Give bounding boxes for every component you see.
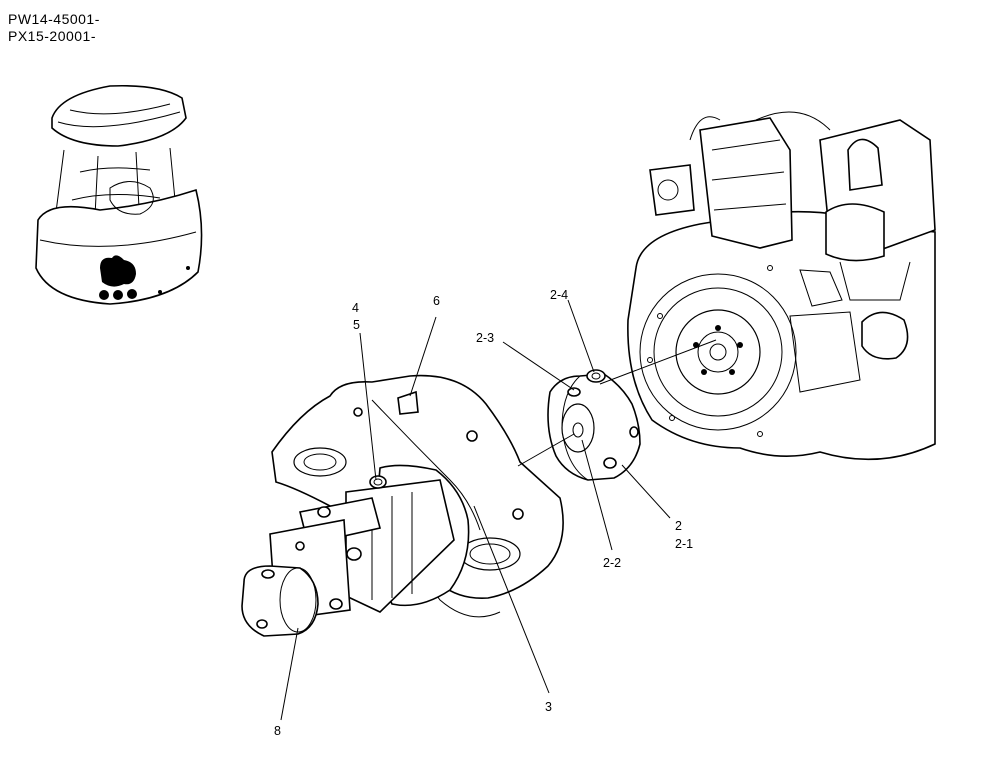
callout-2-1: 2-1 bbox=[675, 537, 693, 551]
callout-2-3: 2-3 bbox=[476, 331, 494, 345]
hydraulic-pump bbox=[241, 464, 470, 637]
callout-2: 2 bbox=[675, 519, 682, 533]
callout-labels: 4 5 6 2-4 2-3 2 2-1 2-2 3 8 bbox=[274, 288, 693, 738]
callout-5: 5 bbox=[353, 318, 360, 332]
machine-locator-thumbnail bbox=[35, 84, 203, 305]
callout-4: 4 bbox=[352, 301, 359, 315]
engine-assembly bbox=[627, 111, 936, 461]
callout-8: 8 bbox=[274, 724, 281, 738]
assembly-center-lines bbox=[517, 339, 717, 467]
callout-6: 6 bbox=[433, 294, 440, 308]
callout-2-4: 2-4 bbox=[550, 288, 568, 302]
serial-number-2: PX15-20001- bbox=[8, 28, 97, 44]
callout-2-2: 2-2 bbox=[603, 556, 621, 570]
leader-lines bbox=[280, 299, 671, 721]
serial-number-1: PW14-45001- bbox=[8, 11, 100, 27]
callout-3: 3 bbox=[545, 700, 552, 714]
coupling-assembly bbox=[547, 369, 641, 481]
